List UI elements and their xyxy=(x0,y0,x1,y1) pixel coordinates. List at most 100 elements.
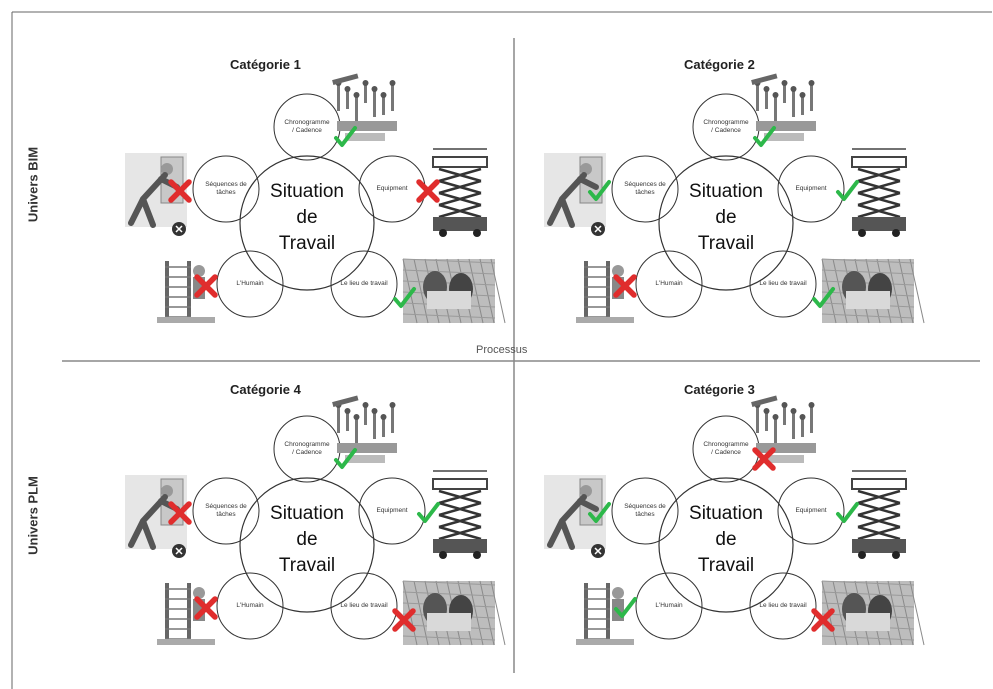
satellite-label-line: Séquences de xyxy=(205,181,247,188)
satellite-label-line: tâches xyxy=(635,189,655,196)
satellite-label-line: Séquences de xyxy=(205,503,247,510)
cross-mark-icon xyxy=(811,608,835,632)
worker-at-wall-icon xyxy=(125,475,187,550)
satellite-label-lieu: Le lieu de travail xyxy=(753,280,813,288)
center-label-line: Travail xyxy=(697,233,755,254)
satellite-label-line: L'Humain xyxy=(655,280,683,287)
satellite-label-line: / Cadence xyxy=(711,449,741,456)
satellite-label-line: tâches xyxy=(635,511,655,518)
satellite-label-line: Le lieu de travail xyxy=(759,602,807,609)
satellite-label-line: Equipment xyxy=(795,185,827,192)
satellite-label-line: Chronogramme xyxy=(703,441,749,448)
scaffold-worker-icon xyxy=(576,261,634,323)
cross-mark-icon xyxy=(613,274,637,298)
quadrant-q4 xyxy=(125,395,506,646)
satellite-circle-humain xyxy=(216,250,284,318)
satellite-label-line: Equipment xyxy=(376,185,408,192)
check-mark-icon xyxy=(334,126,357,147)
tools-illustration-icon xyxy=(332,73,397,141)
satellite-label-line: Le lieu de travail xyxy=(759,280,807,287)
center-label-line: Travail xyxy=(697,555,755,576)
satellite-label-line: / Cadence xyxy=(292,449,322,456)
satellite-circle-lieu xyxy=(330,250,398,318)
workers-on-site-icon xyxy=(821,580,925,646)
check-mark-icon xyxy=(836,502,859,523)
satellite-label-line: L'Humain xyxy=(236,280,264,287)
satellite-label-chrono: Chronogramme/ Cadence xyxy=(696,441,756,457)
satellite-label-line: Le lieu de travail xyxy=(340,602,388,609)
category-title: Catégorie 4 xyxy=(230,382,301,397)
satellite-label-line: / Cadence xyxy=(711,127,741,134)
workers-on-site-icon xyxy=(821,258,925,324)
center-circle xyxy=(658,155,794,291)
satellite-label-equipement: Equipment xyxy=(362,185,422,193)
check-mark-icon xyxy=(753,126,776,147)
center-label-line: de xyxy=(296,529,318,550)
cross-mark-icon xyxy=(752,447,776,471)
check-mark-icon xyxy=(588,502,611,523)
quadrant-q3 xyxy=(544,395,925,646)
settings-badge-icon xyxy=(591,544,605,558)
worker-at-wall-icon xyxy=(544,153,606,228)
cross-mark-icon xyxy=(194,596,218,620)
satellite-label-chrono: Chronogramme/ Cadence xyxy=(277,441,337,457)
cross-mark-icon xyxy=(194,274,218,298)
check-mark-icon xyxy=(614,597,637,618)
workers-on-site-icon xyxy=(402,580,506,646)
quadrant-q2 xyxy=(544,73,925,324)
satellite-label-line: Chronogramme xyxy=(284,119,330,126)
check-mark-icon xyxy=(417,502,440,523)
satellite-label-equipement: Equipment xyxy=(781,507,841,515)
satellite-label-humain: L'Humain xyxy=(220,602,280,610)
scissor-lift-icon xyxy=(851,470,907,559)
tools-illustration-icon xyxy=(751,73,816,141)
satellite-label-lieu: Le lieu de travail xyxy=(753,602,813,610)
check-mark-icon xyxy=(836,180,859,201)
satellite-circle-lieu xyxy=(749,250,817,318)
satellite-circle-lieu xyxy=(749,572,817,640)
category-title: Catégorie 2 xyxy=(684,57,755,72)
axis-label-plm: Univers PLM xyxy=(25,476,41,555)
satellite-label-chrono: Chronogramme/ Cadence xyxy=(277,119,337,135)
satellite-label-equipement: Equipment xyxy=(362,507,422,515)
satellite-label-humain: L'Humain xyxy=(639,280,699,288)
satellite-label-chrono: Chronogramme/ Cadence xyxy=(696,119,756,135)
satellite-label-line: L'Humain xyxy=(236,602,264,609)
satellite-label-line: Chronogramme xyxy=(284,441,330,448)
scissor-lift-icon xyxy=(851,148,907,237)
satellite-circle-equipement xyxy=(777,477,845,545)
satellite-label-humain: L'Humain xyxy=(220,280,280,288)
cross-mark-icon xyxy=(168,501,192,525)
satellite-circle-humain xyxy=(635,572,703,640)
satellite-circle-humain xyxy=(635,250,703,318)
tools-illustration-icon xyxy=(751,395,816,463)
settings-badge-icon xyxy=(591,222,605,236)
satellite-circle-equipement xyxy=(358,477,426,545)
category-title: Catégorie 3 xyxy=(684,382,755,397)
check-mark-icon xyxy=(812,287,835,308)
scissor-lift-icon xyxy=(432,148,488,237)
satellite-label-humain: L'Humain xyxy=(639,602,699,610)
center-label-line: Travail xyxy=(278,233,336,254)
satellite-label-line: L'Humain xyxy=(655,602,683,609)
center-label-line: de xyxy=(296,207,318,228)
scissor-lift-icon xyxy=(432,470,488,559)
satellite-label-lieu: Le lieu de travail xyxy=(334,280,394,288)
satellite-label-line: Le lieu de travail xyxy=(340,280,388,287)
cross-mark-icon xyxy=(168,179,192,203)
satellite-label-line: Séquences de xyxy=(624,503,666,510)
center-label-line: Situation xyxy=(270,503,344,524)
scaffold-worker-icon xyxy=(157,583,215,645)
satellite-label-line: Equipment xyxy=(795,507,827,514)
center-circle xyxy=(239,155,375,291)
category-title: Catégorie 1 xyxy=(230,57,301,72)
center-circle xyxy=(239,477,375,613)
axis-label-bim: Univers BIM xyxy=(25,146,41,223)
center-label-line: de xyxy=(715,529,737,550)
